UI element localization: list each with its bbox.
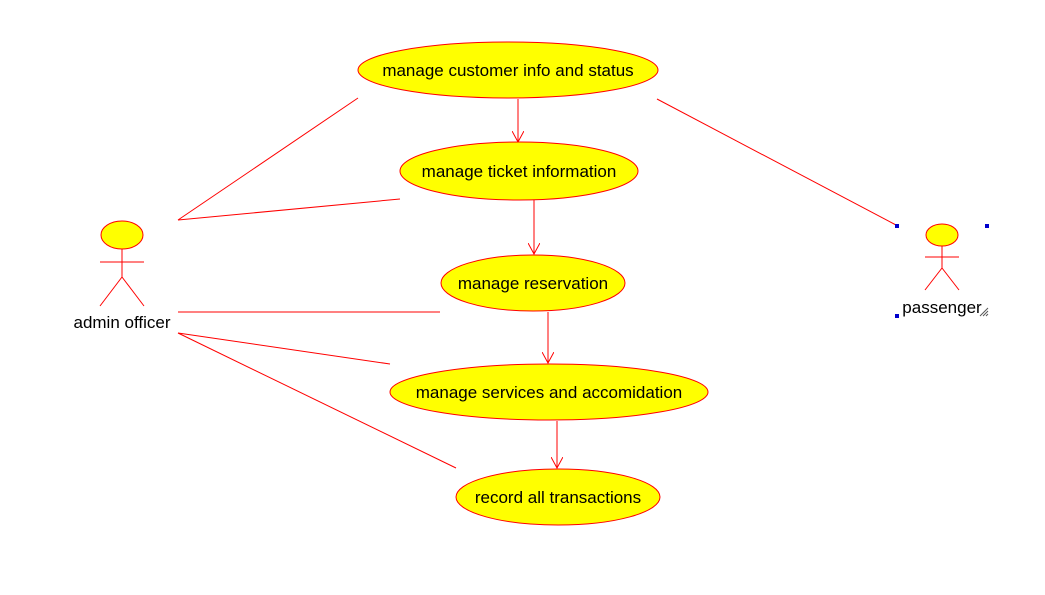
admin-associations — [177, 97, 457, 469]
use-case-ellipse — [357, 41, 659, 99]
use-case-manage-reservation[interactable]: manage reservation — [440, 254, 626, 312]
association-admin-ticket[interactable] — [177, 198, 401, 221]
association-admin-transactions[interactable] — [177, 332, 457, 469]
use-case-label: manage services and accomidation — [416, 383, 682, 402]
use-case-flow-arrows — [518, 99, 557, 468]
use-case-label: manage ticket information — [422, 162, 617, 181]
use-case-record-all-transactions[interactable]: record all transactions — [455, 468, 661, 526]
use-case-ellipse — [455, 468, 661, 526]
selection-handle-top-left[interactable] — [895, 224, 899, 228]
actor-passenger[interactable]: passenger — [895, 223, 989, 318]
use-case-label: manage customer info and status — [382, 61, 633, 80]
selection-handles — [895, 224, 989, 318]
use-case-label: record all transactions — [475, 488, 641, 507]
resize-grip-icon[interactable] — [979, 307, 989, 317]
use-case-ellipse — [440, 254, 626, 312]
selection-handle-top-right[interactable] — [985, 224, 989, 228]
use-case-ellipse — [399, 141, 639, 201]
association-admin-services[interactable] — [177, 332, 391, 365]
use-case-ellipse — [389, 363, 709, 421]
use-case-manage-services-and-accomidation[interactable]: manage services and accomidation — [389, 363, 709, 421]
use-case-manage-customer-info[interactable]: manage customer info and status — [357, 41, 659, 99]
association-admin-customer[interactable] — [177, 97, 359, 221]
use-case-label: manage reservation — [458, 274, 608, 293]
actor-admin-officer[interactable]: admin officer — [73, 220, 171, 332]
selection-handle-bottom-left[interactable] — [895, 314, 899, 318]
actor-name: passenger — [902, 298, 982, 317]
stick-figure-icon — [99, 220, 145, 307]
actor-name: admin officer — [73, 313, 170, 332]
stick-figure-icon — [924, 223, 960, 291]
association-passenger-customer[interactable] — [656, 98, 897, 226]
use-case-manage-ticket-information[interactable]: manage ticket information — [399, 141, 639, 201]
